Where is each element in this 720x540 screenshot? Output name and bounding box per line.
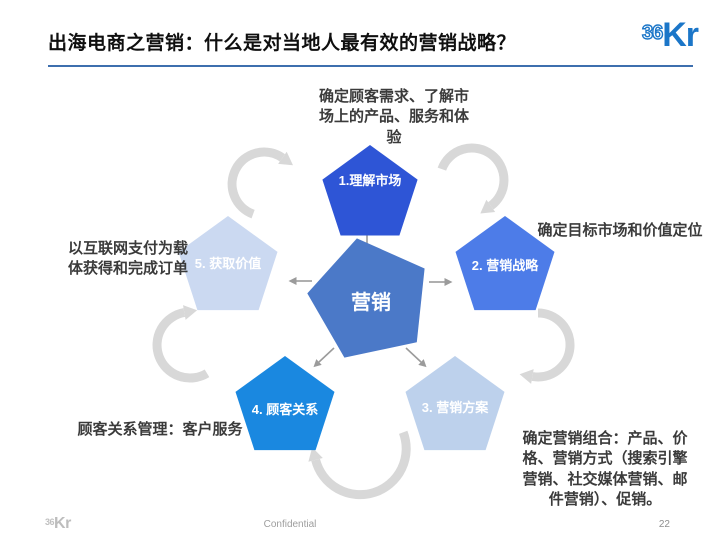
- annotation-step-5: 以互联网支付为载 体获得和完成订单: [67, 240, 188, 278]
- pentagon-step-1: [322, 145, 418, 236]
- pentagon-step-4: [235, 356, 335, 451]
- confidential-label: Confidential: [263, 519, 317, 530]
- logo-kr-glyph: Kr: [662, 16, 699, 54]
- pentagon-center: [307, 238, 425, 358]
- cycle-arrow-4-to-5: [152, 305, 210, 383]
- step-4-label: 4. 顾客关系: [251, 402, 319, 417]
- annotation-step-3: 确定营销组合：产品、价 格、营销方式（搜索引擎 营销、社交媒体营销、邮 件营销）…: [522, 430, 688, 508]
- logo-36-glyph: 36: [641, 22, 664, 44]
- step-1-label: 1.理解市场: [338, 173, 402, 188]
- footer-logo-36-glyph: 36: [45, 517, 55, 527]
- footer-logo-kr-glyph: Kr: [54, 515, 71, 532]
- pentagon-step-3: [405, 356, 505, 451]
- annotation-step-1: 确定顾客需求、了解市 场上的产品、服务和体 验: [318, 88, 469, 146]
- page-number: 22: [658, 519, 670, 530]
- radial-arrow-to-5: [288, 277, 312, 285]
- annotation-step-4: 顾客关系管理：客户服务: [77, 421, 243, 438]
- cycle-arrow-5-to-1: [227, 147, 293, 219]
- title-divider: [48, 65, 693, 67]
- radial-arrow-to-2: [429, 278, 453, 286]
- radial-arrow-to-3: [405, 347, 427, 368]
- step-5-label: 5. 获取价值: [194, 256, 262, 271]
- step-2-label: 2. 营销战略: [471, 258, 539, 273]
- radial-arrow-to-4: [313, 347, 335, 368]
- pentagon-step-5: [178, 216, 278, 311]
- annotation-step-2: 确定目标市场和价值定位: [537, 222, 703, 239]
- slide-title: 出海电商之营销：什么是对当地人最有效的营销战略？: [48, 33, 517, 54]
- pentagon-step-2: [455, 216, 555, 311]
- cycle-arrow-3-to-4: [308, 430, 411, 500]
- center-marketing-label: 营销: [351, 292, 391, 314]
- cycle-arrow-2-to-3: [519, 308, 575, 384]
- step-3-label: 3. 营销方案: [421, 400, 489, 415]
- cycle-arrow-1-to-2: [437, 143, 509, 214]
